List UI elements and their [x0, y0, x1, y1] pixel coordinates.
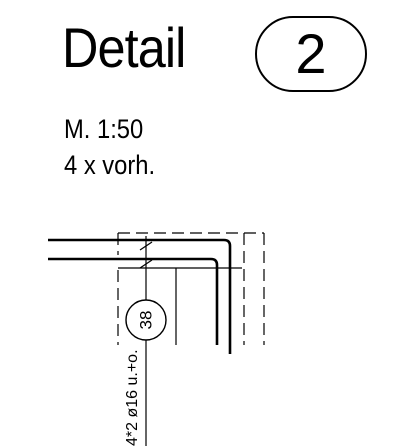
- scale-label: M. 1:50: [64, 114, 144, 144]
- dimension-tick-bottom: [139, 259, 153, 269]
- upper-bar: [48, 238, 232, 354]
- count-label: 4 x vorh.: [64, 150, 156, 180]
- lower-bar: [48, 257, 219, 345]
- reinforcement-bars: [48, 238, 232, 354]
- structure-lines: [118, 236, 242, 345]
- detail-title: Detail: [62, 16, 186, 79]
- dimension-tick-top: [139, 241, 153, 251]
- dashed-outline: [117, 232, 265, 345]
- bar-mark-number: 38: [137, 311, 156, 330]
- detail-number: 2: [295, 22, 327, 85]
- bar-spec-label: 4*2 ø16 u.+o.: [124, 349, 141, 446]
- detail-number-bubble: 2: [255, 16, 367, 92]
